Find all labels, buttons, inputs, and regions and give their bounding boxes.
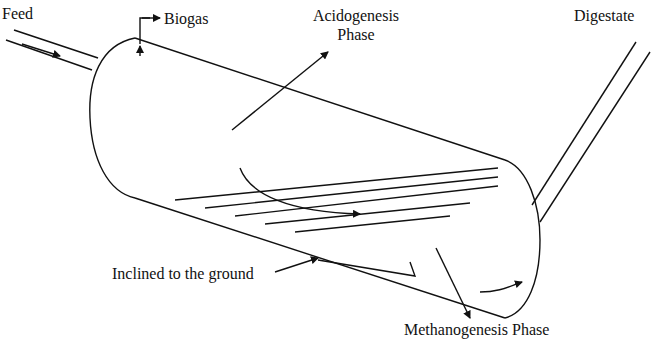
callout-label: Feed	[2, 4, 62, 23]
baffle-line	[175, 168, 498, 200]
biogas-arrow	[142, 17, 160, 18]
outflow-arrow	[480, 282, 522, 292]
callout-label: Inclined to the ground	[112, 264, 282, 283]
callout-label: Acidogenesis Phase	[300, 6, 412, 44]
digestate-pipe	[532, 42, 636, 205]
biogas-pipe	[140, 18, 150, 44]
callout-label: Digestate	[574, 6, 662, 25]
baffle-line	[295, 216, 450, 232]
digestate-pipe	[540, 52, 650, 222]
biogas-up-arrow	[139, 46, 140, 56]
callout-label: Biogas	[164, 9, 244, 28]
baffle-line	[235, 186, 498, 216]
feed-pipe	[14, 30, 98, 58]
flow-arrow	[240, 168, 360, 214]
feed-arrow	[22, 44, 60, 56]
leader-line	[436, 248, 470, 318]
leader-line	[275, 258, 318, 272]
cylinder-top-edge	[135, 38, 505, 160]
feed-pipe	[6, 40, 92, 70]
cylinder-bottom-edge	[135, 198, 505, 318]
left-end-cap	[90, 38, 135, 198]
incline-wedge	[318, 260, 415, 276]
leader-line	[232, 52, 328, 130]
callout-label: Methanogenesis Phase	[404, 320, 604, 339]
right-end-cap	[505, 160, 540, 318]
